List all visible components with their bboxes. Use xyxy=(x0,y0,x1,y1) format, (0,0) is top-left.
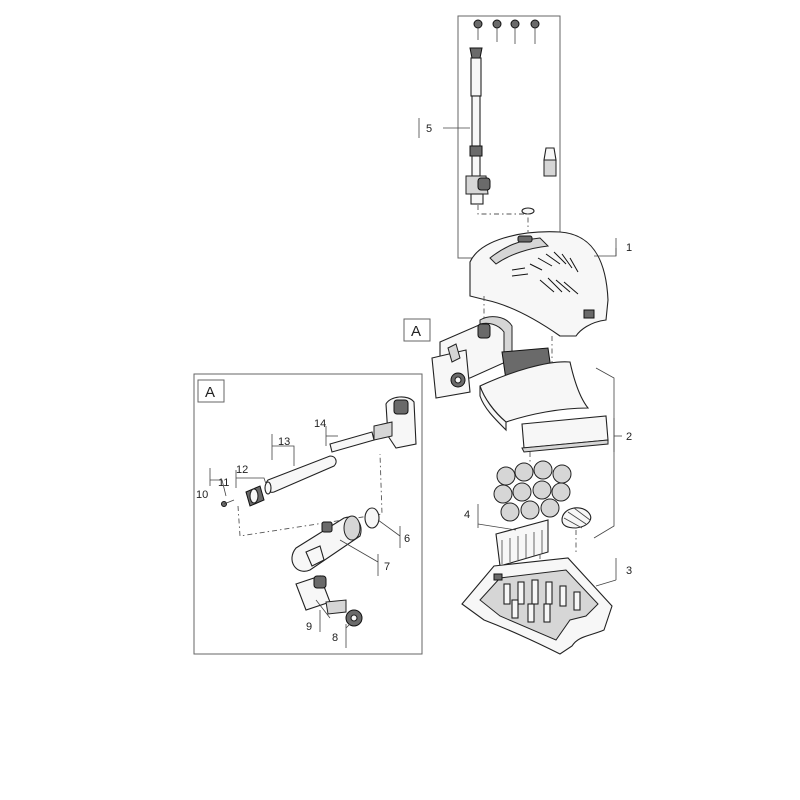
nozzle-screws xyxy=(473,19,540,44)
telescopic-nozzle xyxy=(465,47,491,205)
callout-8: 8 xyxy=(332,632,338,644)
filter-foam-block xyxy=(479,361,590,432)
detail-a-frame xyxy=(193,373,423,655)
detail-a-label: A xyxy=(205,384,215,401)
uvc-lamp-socket xyxy=(373,396,417,449)
detail-marker-box xyxy=(403,318,431,342)
detail-marker-label: A xyxy=(411,323,421,340)
callout-5: 5 xyxy=(426,123,432,135)
uvc-housing-tube xyxy=(291,515,362,572)
callout-2: 2 xyxy=(626,431,632,443)
o-ring-small xyxy=(264,481,272,495)
callout-6: 6 xyxy=(404,533,410,545)
fixing-screw xyxy=(221,499,235,507)
housing-cover xyxy=(469,231,609,337)
callout-13: 13 xyxy=(278,436,290,448)
o-ring-large xyxy=(364,507,380,529)
base-posts xyxy=(503,579,581,623)
hose-connector-nut xyxy=(345,609,363,627)
nozzle-seal-ring xyxy=(521,207,535,215)
uvc-bulb xyxy=(329,431,375,453)
detail-dash-line xyxy=(237,453,383,537)
callout-11: 11 xyxy=(218,477,229,489)
pump-connector xyxy=(295,575,347,615)
filter-balls-group xyxy=(493,460,572,522)
cover-vent-slots xyxy=(511,251,579,295)
union-nut xyxy=(245,485,265,507)
callout-4: 4 xyxy=(464,509,470,521)
detail-a-label-box xyxy=(197,379,225,403)
callout-10: 10 xyxy=(196,489,208,501)
filter-pad xyxy=(521,415,609,453)
callout-1: 1 xyxy=(626,242,632,254)
callout-3: 3 xyxy=(626,565,632,577)
filter-grid xyxy=(495,519,549,567)
single-filter-ball xyxy=(561,507,592,529)
callout-7: 7 xyxy=(384,561,390,573)
nozzle-dash-line xyxy=(477,205,529,232)
callout-14: 14 xyxy=(314,418,326,430)
callout-9: 9 xyxy=(306,621,312,633)
uvc-clarifier-unit xyxy=(431,316,513,399)
nozzle-adapter xyxy=(543,147,557,177)
callout-12: 12 xyxy=(236,464,248,476)
base-housing xyxy=(461,557,613,655)
quartz-glass-tube xyxy=(265,455,337,493)
